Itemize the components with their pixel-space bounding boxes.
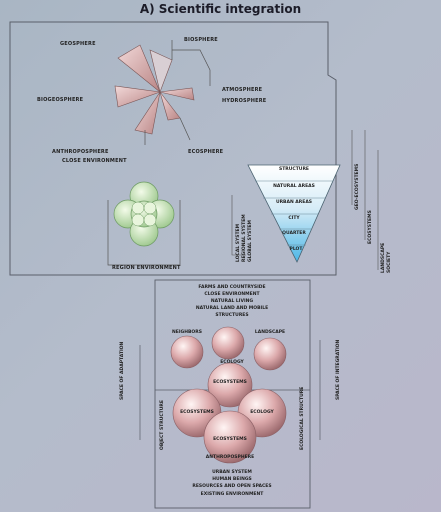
ecosphere-wedge bbox=[159, 91, 181, 121]
biosphere-wedge bbox=[149, 49, 173, 94]
bubble-label-ecology-1: ECOLOGY bbox=[220, 360, 244, 365]
biosphere-label: BIOSPHERE bbox=[184, 37, 218, 43]
bottom-right-label-2: ECOLOGICAL STRUCTURE bbox=[300, 386, 305, 450]
bottom-header-3: NATURAL LIVING bbox=[210, 299, 254, 304]
bubble-label-ecosystems-3: ECOSYSTEMS bbox=[213, 437, 247, 442]
funnel-level-2: NATURAL AREAS bbox=[273, 184, 315, 189]
bottom-footer-1: URBAN SYSTEM bbox=[212, 470, 252, 475]
scale-funnel bbox=[231, 130, 379, 270]
bottom-footer-3: RESOURCES AND OPEN SPACES bbox=[192, 484, 272, 489]
bubble-label-landscape: LANDSCAPE bbox=[254, 330, 286, 335]
sphere-pinwheel bbox=[114, 40, 211, 145]
funnel-level-4: CITY bbox=[288, 216, 300, 221]
geosphere-wedge bbox=[117, 44, 161, 93]
bottom-footer-2: HUMAN BEINGS bbox=[212, 477, 252, 482]
bottom-frame bbox=[154, 279, 311, 509]
bubble-label-ecology-2: ECOLOGY bbox=[250, 410, 274, 415]
funnel-side-1: LOCAL SYSTEM bbox=[236, 223, 241, 262]
bottom-header-5: STRUCTURES bbox=[215, 313, 249, 318]
anthroposphere-label: ANTHROPOSPHERE bbox=[52, 149, 109, 155]
bubble-label-ecosystems-2: ECOSYSTEMS bbox=[180, 410, 214, 415]
bottom-left-label-1: SPACE OF ADAPTATION bbox=[120, 341, 125, 400]
funnel-right-1: GEO-ECOSYSTEMS bbox=[355, 163, 360, 210]
bottom-header-2: CLOSE ENVIRONMENT bbox=[204, 292, 260, 297]
atmosphere-label: ATMOSPHERE bbox=[222, 87, 263, 93]
page-title: A) Scientific integration bbox=[139, 2, 302, 16]
bubble-label-ecosystems-1: ECOSYSTEMS bbox=[213, 380, 247, 385]
region-environment-label: REGION ENVIRONMENT bbox=[112, 265, 181, 271]
ecosphere-label: ECOSPHERE bbox=[188, 149, 224, 155]
hydrosphere-label: HYDROSPHERE bbox=[222, 98, 267, 104]
close-environment-label: CLOSE ENVIRONMENT bbox=[62, 158, 127, 164]
bubble-label-anthroposphere: ANTHROPOSPHERE bbox=[205, 455, 255, 460]
funnel-level-6: PLOT bbox=[289, 247, 303, 252]
bubble-cluster bbox=[170, 326, 287, 464]
funnel-level-3: URBAN AREAS bbox=[275, 200, 313, 205]
funnel-right-3: LANDSCAPE bbox=[381, 242, 386, 273]
green-cluster bbox=[107, 181, 181, 266]
funnel-level-5: QUARTER bbox=[282, 231, 306, 236]
bottom-header-4: NATURAL LAND AND MOBILE bbox=[195, 306, 269, 311]
bottom-right-label-1: SPACE OF INTEGRATION bbox=[336, 339, 341, 400]
anthroposphere-wedge bbox=[134, 91, 161, 135]
bottom-footer-4: EXISTING ENVIRONMENT bbox=[200, 492, 264, 497]
biogeosphere-label: BIOGEOSPHERE bbox=[37, 97, 84, 103]
geosphere-label: GEOSPHERE bbox=[60, 41, 96, 47]
biogeosphere-wedge bbox=[114, 85, 161, 108]
funnel-right-4: SOCIETY bbox=[387, 251, 392, 273]
atmosphere-wedge bbox=[159, 87, 195, 101]
funnel-level-1: STRUCTURE bbox=[279, 167, 309, 172]
bottom-header-1: FARMS AND COUNTRYSIDE bbox=[198, 285, 266, 290]
top-frame bbox=[9, 21, 337, 276]
funnel-side-3: GLOBAL SYSTEM bbox=[248, 220, 253, 262]
funnel-side-2: REGIONAL SYSTEM bbox=[242, 214, 247, 262]
funnel-right-2: ECOSYSTEMS bbox=[368, 210, 373, 244]
bubble-label-neighbors: NEIGHBORS bbox=[172, 330, 202, 335]
bottom-left-label-2: OBJECT STRUCTURE bbox=[160, 400, 165, 450]
